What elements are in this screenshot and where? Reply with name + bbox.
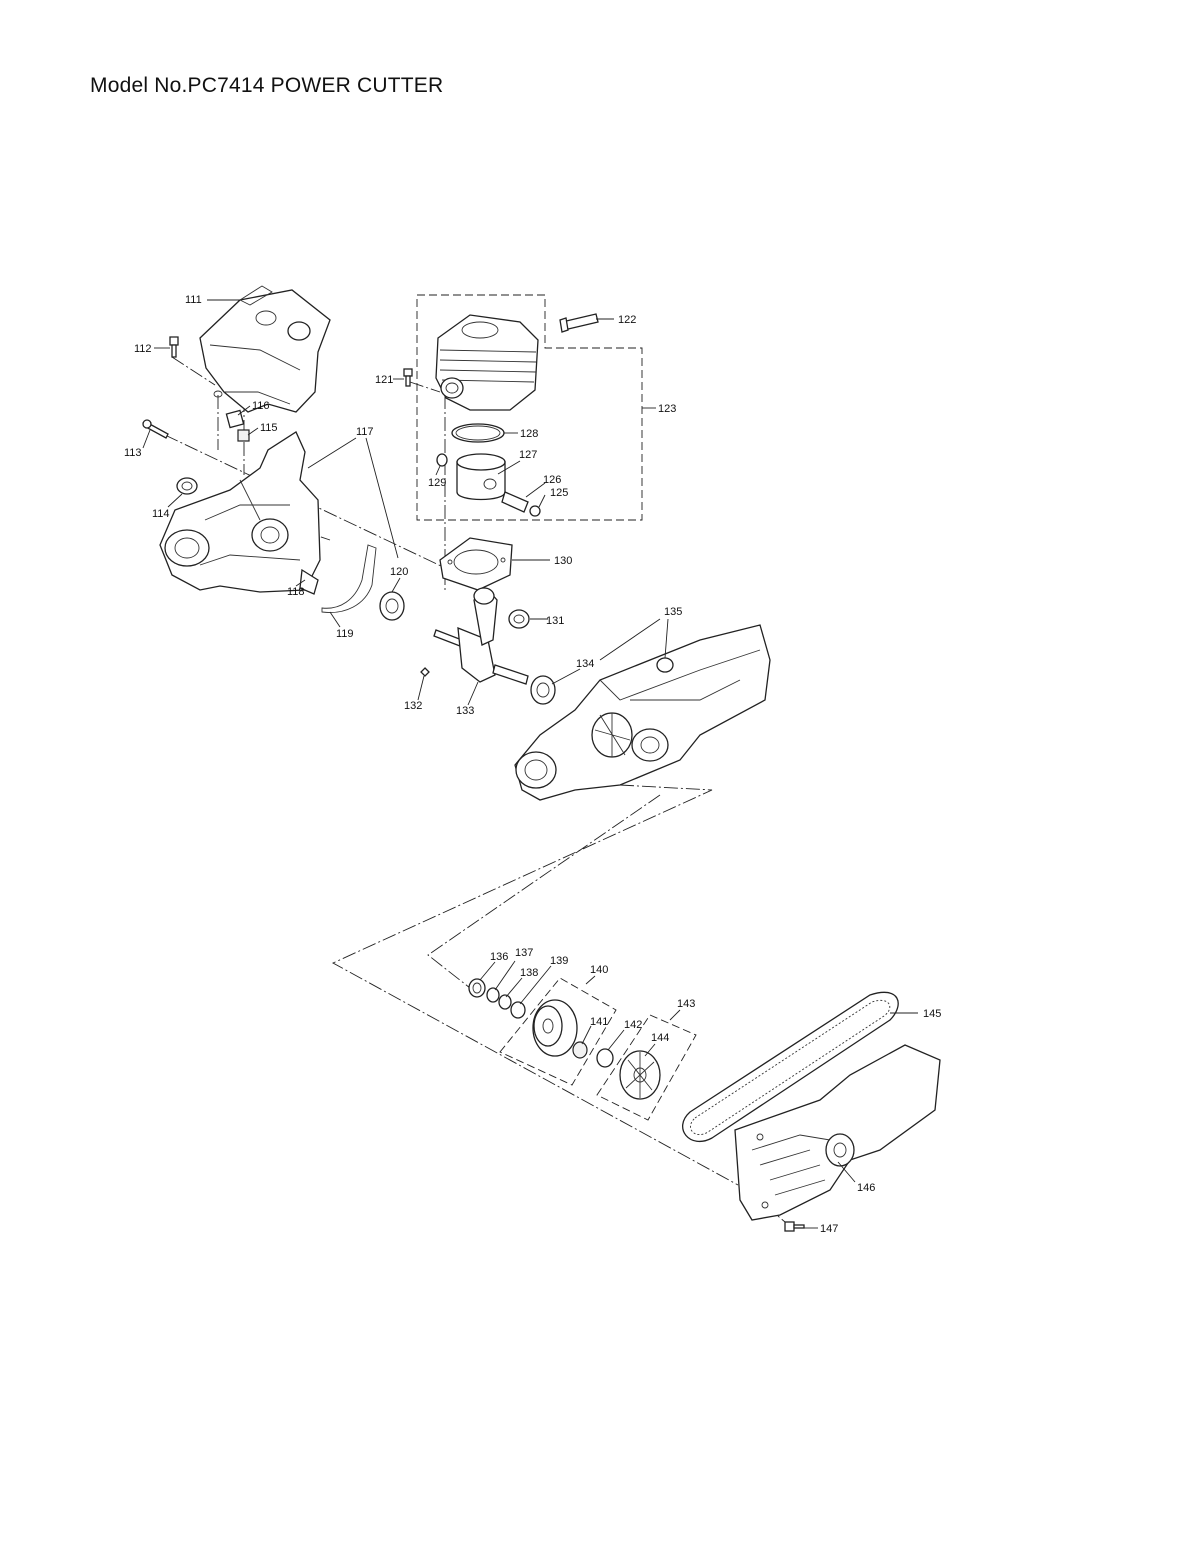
callout-135: 135 <box>664 606 682 618</box>
crankcase-arm-135-part <box>514 624 771 801</box>
callout-129: 129 <box>428 477 446 489</box>
callout-113: 113 <box>124 447 142 459</box>
callout-114: 114 <box>152 508 170 520</box>
callout-128: 128 <box>520 428 538 440</box>
callout-125: 125 <box>550 487 568 499</box>
callout-120: 120 <box>390 566 408 578</box>
gasket-130-part <box>439 537 513 591</box>
callout-132: 132 <box>404 700 422 712</box>
belt-guard-146-part <box>734 1044 941 1221</box>
washer-138-part <box>498 994 512 1010</box>
callout-138: 138 <box>520 967 538 979</box>
callout-126: 126 <box>543 474 561 486</box>
spark-plug-122-part <box>559 313 599 333</box>
bracket-118-part <box>299 568 319 595</box>
piston-ring-128-part <box>451 423 505 443</box>
clutch-group-box <box>596 1014 697 1121</box>
callout-136: 136 <box>490 951 508 963</box>
callout-127: 127 <box>519 449 537 461</box>
assembly-line-screw <box>171 356 216 386</box>
screw-112-part <box>169 336 179 358</box>
callout-144: 144 <box>651 1032 669 1044</box>
callout-123: 123 <box>658 403 676 415</box>
screw-147-part <box>784 1221 805 1232</box>
clutch-drum-group-box <box>499 977 617 1086</box>
cylinder-kit-group-box <box>416 294 643 521</box>
needle-bearing-141-part <box>572 1041 588 1059</box>
bolt-113-part <box>142 419 169 439</box>
callout-146: 146 <box>857 1182 875 1194</box>
gasket-119-part <box>321 544 377 613</box>
plate-116-part <box>225 409 245 429</box>
callout-130: 130 <box>554 555 572 567</box>
nut-115-part <box>237 429 250 442</box>
piston-127-part <box>456 453 506 501</box>
piston-ring-inner <box>455 425 501 441</box>
piston-pin-126-part <box>501 491 529 513</box>
crankshaft-133-part <box>433 587 529 685</box>
callout-140: 140 <box>590 964 608 976</box>
washer-137-part <box>486 987 500 1003</box>
bearing-120-part <box>379 591 405 621</box>
key-132-part <box>420 667 430 677</box>
callout-134: 134 <box>576 658 594 670</box>
callout-143: 143 <box>677 998 695 1010</box>
bearing-134-part <box>530 675 556 705</box>
callout-131: 131 <box>546 615 564 627</box>
circlip-129-part <box>436 453 448 467</box>
assembly-line-clutch <box>427 794 661 989</box>
clip-125-part <box>529 505 541 517</box>
callout-111: 111 <box>185 294 202 306</box>
callout-133: 133 <box>456 705 474 717</box>
needle-bearing-131-part <box>508 609 530 629</box>
callout-147: 147 <box>820 1223 838 1235</box>
callout-115: 115 <box>260 422 278 434</box>
oil-seal-114-part <box>176 477 198 495</box>
callout-145: 145 <box>923 1008 941 1020</box>
callout-142: 142 <box>624 1019 642 1031</box>
clutch-drum-140-part <box>532 999 578 1057</box>
callout-141: 141 <box>590 1016 608 1028</box>
callout-122: 122 <box>618 314 636 326</box>
callout-labels: 111 112 113 114 115 116 117 118 119 120 … <box>124 294 941 1235</box>
top-cover-part <box>199 285 331 413</box>
bearing-136-part <box>468 978 486 998</box>
callout-121: 121 <box>375 374 393 386</box>
washer-139-part <box>510 1001 526 1019</box>
screw-121-part <box>403 368 413 387</box>
callout-119: 119 <box>336 628 354 640</box>
crankcase-117-part <box>159 431 321 593</box>
cylinder-part <box>435 314 539 411</box>
callout-118: 118 <box>287 586 305 598</box>
drive-belt-145-part <box>682 991 899 1143</box>
callout-117: 117 <box>356 426 374 438</box>
assembly-line-lower <box>331 784 739 1186</box>
page-title: Model No.PC7414 POWER CUTTER <box>90 74 444 97</box>
callout-116: 116 <box>252 400 270 412</box>
callout-137: 137 <box>515 947 533 959</box>
callout-112: 112 <box>134 343 152 355</box>
leader-lines <box>142 299 918 1229</box>
callout-139: 139 <box>550 955 568 967</box>
clutch-144-part <box>619 1050 661 1100</box>
washer-142-part <box>596 1048 614 1068</box>
